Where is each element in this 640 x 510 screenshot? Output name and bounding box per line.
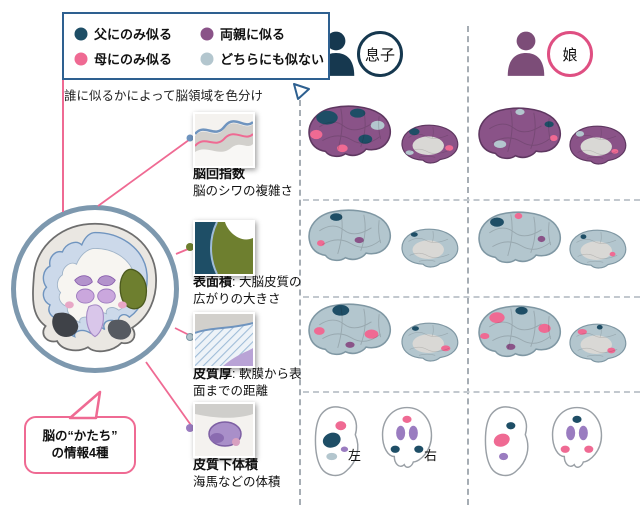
legend-label: 両親に似る bbox=[220, 27, 286, 42]
subcortical-section-daughter-left bbox=[484, 406, 529, 477]
legend-label: 父にのみ似る bbox=[94, 27, 173, 42]
brain-lateral-daughter-surface-area bbox=[478, 211, 562, 264]
subcortical-volume-thumbnail bbox=[193, 402, 255, 458]
brain-medial-son-thickness bbox=[401, 322, 459, 362]
gyrification-label: 脳回指数脳のシワの複雑さ bbox=[193, 166, 303, 199]
orientation-right-label: 右 bbox=[424, 448, 438, 463]
gyrification-thumbnail bbox=[193, 112, 255, 168]
measure-name: 表面積 bbox=[193, 274, 233, 289]
brain-lateral-son-thickness bbox=[308, 303, 392, 356]
orientation-left-label: 左 bbox=[348, 448, 362, 463]
column-divider-left bbox=[299, 100, 301, 505]
coronal-brain-illustration bbox=[32, 222, 157, 353]
subcortical-section-daughter-right bbox=[551, 406, 603, 468]
daughter-label-circle: 娘 bbox=[547, 31, 593, 77]
measure-desc: 海馬などの体積 bbox=[193, 474, 281, 489]
brain-lateral-daughter-thickness bbox=[478, 305, 562, 358]
subcortical-section-son-left bbox=[314, 406, 359, 477]
measure-desc: : 軟膜から表面までの距離 bbox=[193, 367, 302, 398]
subcortical-volume-closeup bbox=[195, 404, 253, 456]
brain-lateral-son-gyrification bbox=[308, 105, 392, 158]
daughter-person-icon bbox=[507, 31, 545, 76]
bubble-line-1: 脳の“かたち” bbox=[42, 428, 118, 443]
legend-pointer-icon bbox=[293, 83, 310, 100]
gyrification-closeup bbox=[195, 114, 253, 166]
legend-label: どちらにも似ない bbox=[220, 52, 325, 67]
measure-name: 皮質下体積 bbox=[193, 457, 259, 472]
legend-item-neither: どちらにも似ない bbox=[200, 49, 324, 68]
brain-medial-son-gyrification bbox=[401, 124, 459, 164]
measure-desc: 脳のシワの複雑さ bbox=[193, 183, 294, 198]
surface-area-label: 表面積: 大脳皮質の広がりの大きさ bbox=[193, 274, 303, 307]
brain-medial-daughter-thickness bbox=[569, 323, 627, 363]
legend-caption: 誰に似るかによって脳領域を色分け bbox=[64, 89, 264, 103]
legend-item-father-only: 父にのみ似る bbox=[74, 24, 192, 43]
neither-color-swatch bbox=[200, 52, 214, 65]
brain-lateral-daughter-gyrification bbox=[478, 107, 562, 160]
both-parents-color-swatch bbox=[200, 27, 214, 40]
legend: 父にのみ似る 両親に似る 母にのみ似る どちらにも似ない bbox=[62, 12, 330, 80]
cortical-thickness-closeup bbox=[195, 314, 253, 366]
measure-name: 脳回指数 bbox=[193, 166, 246, 181]
subcortical-volume-label: 皮質下体積海馬などの体積 bbox=[193, 457, 303, 490]
legend-label: 母にのみ似る bbox=[94, 52, 173, 67]
brain-lateral-son-surface-area bbox=[308, 209, 392, 262]
daughter-label: 娘 bbox=[562, 46, 578, 64]
cortical-thickness-label: 皮質厚: 軟膜から表面までの距離 bbox=[193, 366, 303, 399]
surface-area-thumbnail bbox=[193, 220, 255, 276]
cortical-thickness-thumbnail bbox=[193, 312, 255, 368]
measure-desc: : 大脳皮質の広がりの大きさ bbox=[193, 275, 302, 306]
son-label-circle: 息子 bbox=[357, 31, 403, 77]
row-divider-2 bbox=[303, 296, 640, 298]
shape-info-bubble: 脳の“かたち” の情報4種 bbox=[24, 416, 136, 474]
subcortical-section-son-right bbox=[381, 406, 433, 468]
surface-area-closeup bbox=[195, 222, 253, 274]
row-divider-3 bbox=[303, 391, 640, 393]
legend-item-mother-only: 母にのみ似る bbox=[74, 49, 192, 68]
bubble-tail bbox=[68, 390, 102, 420]
bubble-line-2: の情報4種 bbox=[51, 446, 109, 460]
father-color-swatch bbox=[74, 27, 88, 40]
son-label: 息子 bbox=[364, 46, 395, 64]
row-divider-1 bbox=[303, 199, 640, 201]
brain-medial-daughter-surface-area bbox=[569, 229, 627, 269]
column-divider-middle bbox=[467, 26, 469, 505]
brain-medial-daughter-gyrification bbox=[569, 125, 627, 165]
measure-name: 皮質厚 bbox=[193, 366, 233, 381]
mother-color-swatch bbox=[74, 52, 88, 65]
brain-medial-son-surface-area bbox=[401, 228, 459, 268]
brain-section-circle bbox=[11, 205, 179, 373]
legend-item-both-parents: 両親に似る bbox=[200, 24, 324, 43]
